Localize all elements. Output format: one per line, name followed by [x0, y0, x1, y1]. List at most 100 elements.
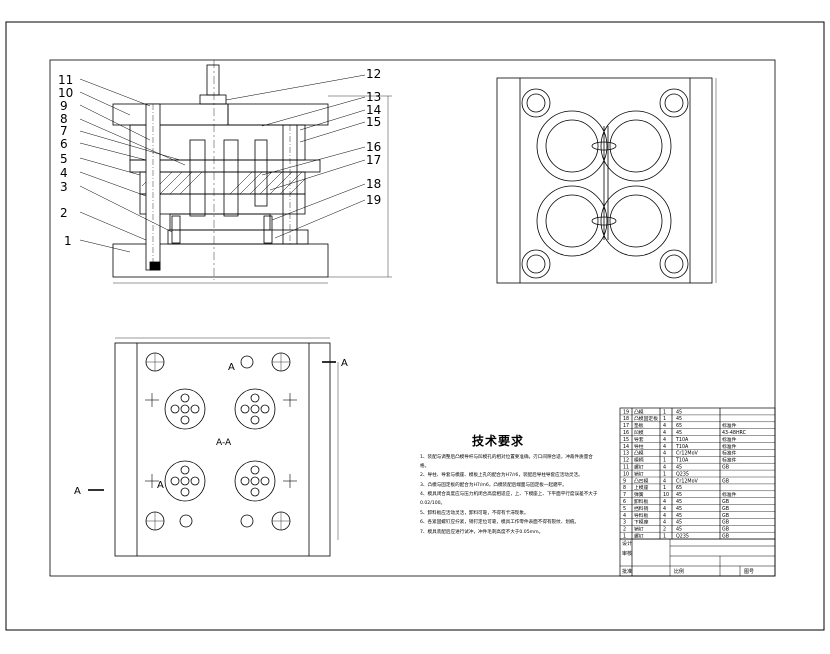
- balloon-9: 9: [60, 99, 68, 113]
- tech-item: 6、各紧固螺钉应拧紧，销钉定位可靠，模具工作零件表面不得有裂纹、划痕。: [420, 520, 580, 526]
- bom-cell-note: GB: [722, 520, 729, 526]
- bom-cell-qty: 4: [663, 444, 666, 450]
- bom-cell-qty: 4: [663, 506, 666, 512]
- bom-cell-name: 凸模: [634, 450, 644, 457]
- balloon-17: 17: [366, 153, 381, 167]
- bom-table: [619, 407, 776, 577]
- bom-cell-name: 垫板: [634, 422, 644, 429]
- bom-cell-name: 导料板: [634, 512, 649, 519]
- tech-item: 4、模具闭合高度应与压力机闭合高度相适应，上、下模座上、下平面平行度误差不大于0…: [420, 492, 598, 506]
- balloon-14: 14: [366, 103, 381, 117]
- balloon-3: 3: [60, 180, 68, 194]
- bom-cell-qty: 10: [663, 492, 669, 498]
- tech-item: 7、模具装配后应进行试冲，冲件毛刺高度不大于0.05mm。: [420, 529, 544, 535]
- bom-cell-name: 销钉: [634, 470, 644, 477]
- bom-cell-name: 螺钉: [634, 533, 644, 540]
- bom-cell-note: 标准件: [722, 457, 737, 464]
- outer-frame: [5, 21, 825, 631]
- bom-cell-qty: 4: [663, 437, 666, 443]
- leader-lines: [79, 74, 366, 253]
- section-label-inner: A: [228, 362, 235, 373]
- bom-cell-no: 6: [623, 499, 626, 505]
- bom-cell-note: GB: [722, 465, 729, 471]
- bom-cell-mat: 45: [676, 416, 682, 422]
- bom-cell-mat: 45: [676, 527, 682, 533]
- balloon-1: 1: [64, 234, 72, 248]
- balloon-15: 15: [366, 115, 381, 129]
- hole-cluster-2: [234, 388, 276, 430]
- balloon-6: 6: [60, 137, 68, 151]
- bom-cell-name: 卸料板: [634, 498, 649, 505]
- bom-cell-name: 导柱: [634, 443, 644, 450]
- bom-cell-mat: 45: [676, 465, 682, 471]
- bom-cell-qty: 4: [663, 465, 666, 471]
- title-sheet: 图号: [744, 569, 754, 575]
- tech-item: 5、卸料板应活动灵活，卸料可靠，不得有卡滞现象。: [420, 510, 529, 516]
- bom-cell-mat: 65: [676, 485, 682, 491]
- bom-cell-no: 1: [623, 534, 626, 540]
- bom-cell-qty: 1: [663, 416, 666, 422]
- bom-cell-name: 导套: [634, 436, 644, 443]
- bom-cell-mat: 45: [676, 513, 682, 519]
- bom-cell-name: 凸模: [634, 408, 644, 415]
- bom-cell-no: 14: [623, 444, 629, 450]
- bom-cell-no: 16: [623, 430, 629, 436]
- bom-cell-note: GB: [722, 534, 729, 540]
- bom-cell-name: 下模座: [634, 519, 649, 526]
- balloon-10: 10: [58, 86, 73, 100]
- bom-cell-note: 标准件: [722, 436, 737, 443]
- bom-cell-note: GB: [722, 513, 729, 519]
- balloon-numbers: 1 2 3 4 5 6 7 8 9 10 11 12 13 14 15 16 1…: [58, 67, 381, 248]
- bom-cell-mat: 45: [676, 430, 682, 436]
- bom-cell-name: 凹模: [634, 429, 644, 436]
- balloon-18: 18: [366, 177, 381, 191]
- bom-cell-no: 9: [623, 478, 626, 484]
- bom-cell-qty: 4: [663, 430, 666, 436]
- bom-cell-mat: Q235: [676, 534, 689, 540]
- bom-cell-qty: 1: [663, 485, 666, 491]
- hole-cluster-1: [164, 388, 206, 430]
- bom-cell-qty: 4: [663, 423, 666, 429]
- bom-cell-qty: 2: [663, 527, 666, 533]
- bom-cell-no: 13: [623, 451, 629, 457]
- front-section-view: [112, 60, 392, 284]
- bom-cell-mat: Cr12MoV: [676, 478, 698, 484]
- bom-cell-note: GB: [722, 527, 729, 533]
- hole-cluster-3: [164, 460, 206, 502]
- bom-cell-no: 15: [623, 437, 629, 443]
- bom-cell-mat: 45: [676, 492, 682, 498]
- bom-cell-mat: 45: [676, 520, 682, 526]
- balloon-16: 16: [366, 140, 381, 154]
- bom-cell-no: 17: [623, 423, 629, 429]
- bom-cell-mat: 45: [676, 409, 682, 415]
- bom-cell-no: 18: [623, 416, 629, 422]
- bom-cell-no: 8: [623, 485, 626, 491]
- bom-cell-no: 10: [623, 471, 629, 477]
- bom-cell-name: 螺钉: [634, 464, 644, 471]
- bom-cell-name: 凸模固定板: [634, 415, 658, 422]
- bom-cell-qty: 1: [663, 471, 666, 477]
- bom-cell-note: 43-48HRC: [722, 430, 747, 436]
- balloon-12: 12: [366, 67, 381, 81]
- title-approve: 批准: [622, 568, 632, 575]
- title-block-labels: 设计 审核 批准 比例 图号: [622, 540, 754, 575]
- bom-cell-note: 标准件: [722, 422, 737, 429]
- section-label-inner2: A: [157, 480, 164, 491]
- bom-cell-no: 12: [623, 458, 629, 464]
- balloon-7: 7: [60, 124, 68, 138]
- balloon-11: 11: [58, 73, 73, 87]
- bom-cell-qty: 4: [663, 513, 666, 519]
- balloon-4: 4: [60, 166, 68, 180]
- hole-cluster-4: [234, 460, 276, 502]
- tech-requirements-title: 技术要求: [472, 434, 525, 448]
- bom-cell-name: 模柄: [634, 457, 644, 464]
- bom-cell-name: 挡料销: [634, 505, 649, 512]
- bom-cell-no: 3: [623, 520, 626, 526]
- balloon-13: 13: [366, 90, 381, 104]
- balloon-2: 2: [60, 206, 68, 220]
- bom-cell-mat: T10A: [675, 437, 689, 443]
- bom-cell-qty: 4: [663, 499, 666, 505]
- bom-cell-qty: 1: [663, 458, 666, 464]
- bom-cell-note: 标准件: [722, 491, 737, 498]
